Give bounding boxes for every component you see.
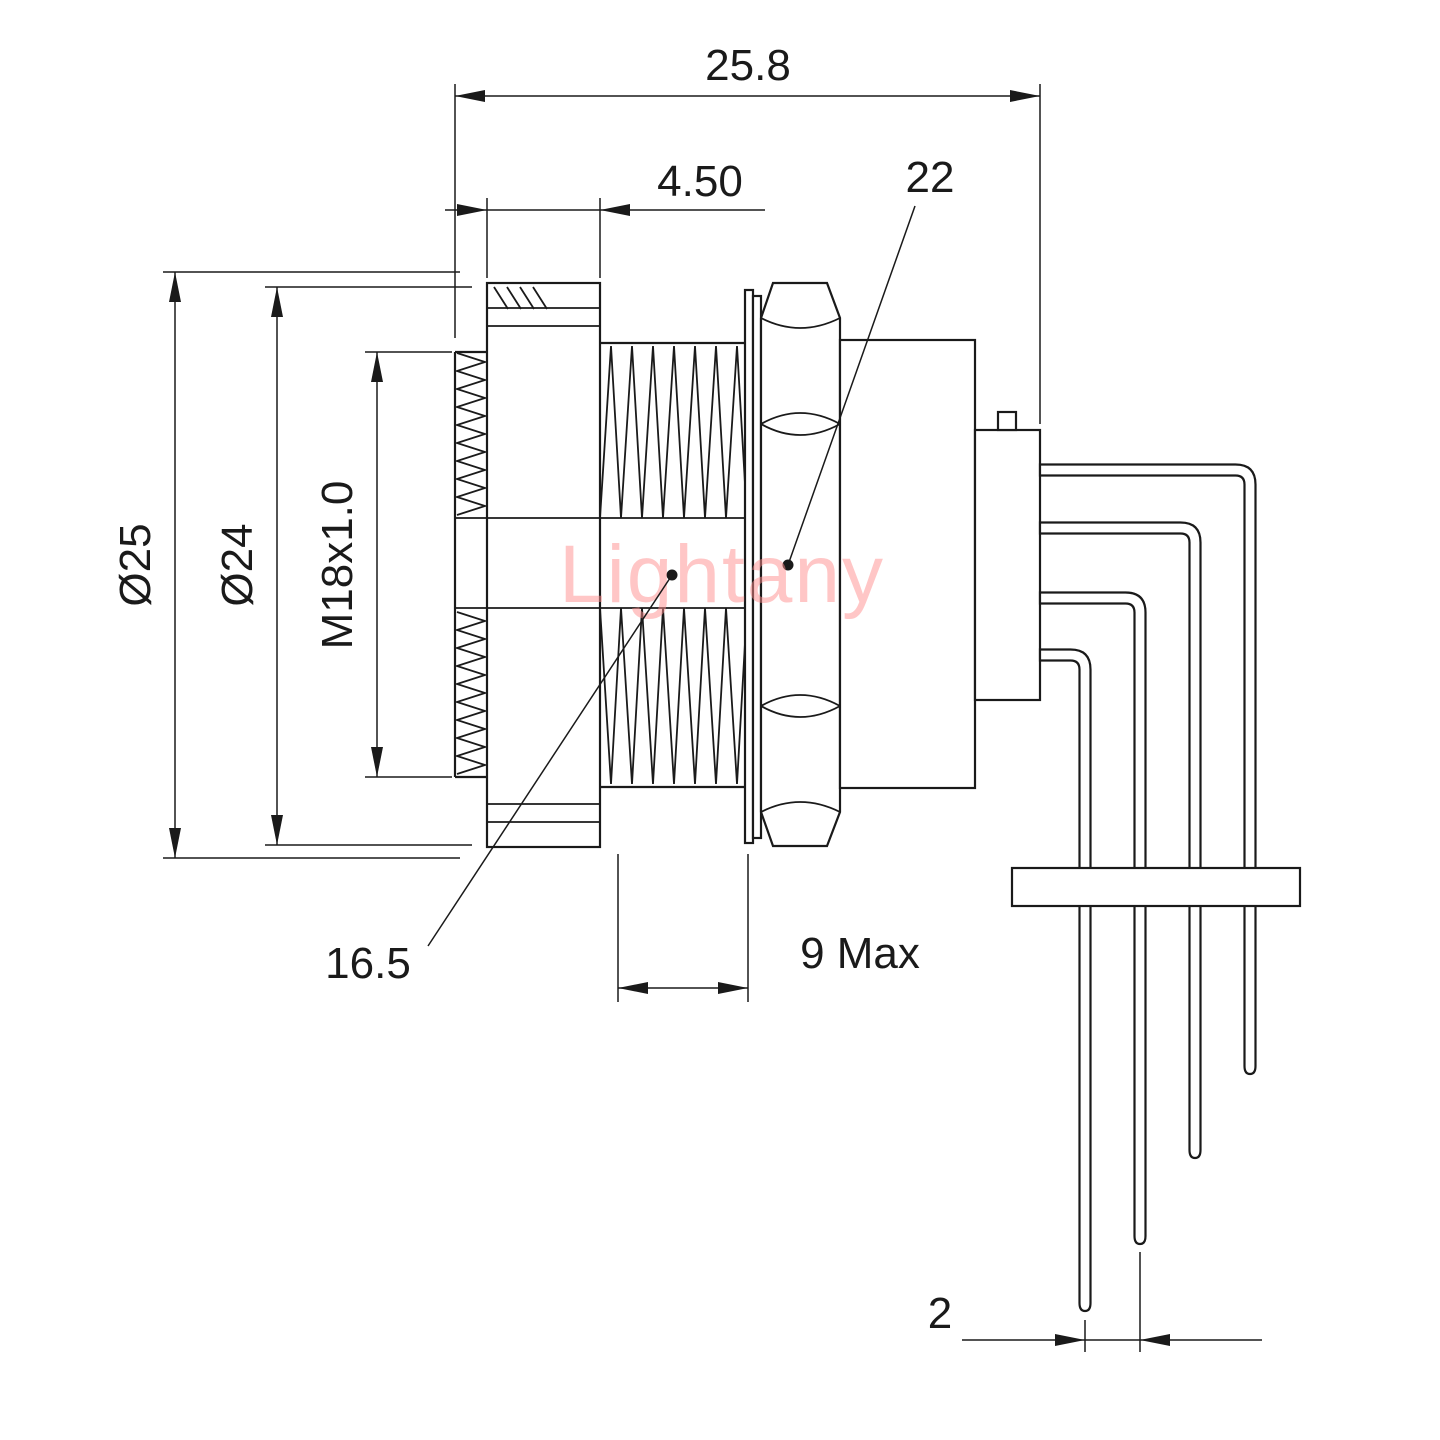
- dim-pin-pitch: 2: [928, 1252, 1262, 1352]
- pin-4: [1038, 648, 1092, 1313]
- dim-body-length-text: 16.5: [325, 939, 411, 988]
- dim-flange-diameter: Ø24: [213, 286, 472, 846]
- front-coupling-thread: [453, 350, 488, 779]
- dim-overall-length-text: 25.8: [705, 41, 791, 90]
- dim-panel-max: 9 Max: [617, 854, 920, 1002]
- connector-body: [453, 281, 1302, 1313]
- back-shell: [838, 338, 1042, 790]
- pin-1: [1038, 463, 1257, 1076]
- dim-flange-width: 4.50: [445, 157, 765, 278]
- pin-2: [1038, 521, 1202, 1160]
- dim-thread-spec: M18x1.0: [313, 351, 452, 778]
- dim-overall-length: 25.8: [454, 41, 1041, 424]
- watermark-text: Lightany: [559, 529, 885, 620]
- dim-flange-diameter-text: Ø24: [213, 523, 262, 606]
- dim-body-length: 16.5: [325, 574, 673, 988]
- dim-flange-width-text: 4.50: [657, 157, 743, 206]
- dim-thread-spec-text: M18x1.0: [313, 481, 362, 650]
- mounting-thread: [455, 341, 748, 789]
- dim-hex-flats: 22: [787, 153, 955, 566]
- knurl-marks: [493, 286, 548, 310]
- dim-outer-diameter: Ø25: [111, 271, 460, 859]
- pin-3: [1038, 591, 1147, 1246]
- hex-nut: [759, 281, 842, 848]
- dim-panel-max-text: 9 Max: [800, 929, 920, 978]
- solder-pins: [1038, 463, 1257, 1313]
- dim-outer-diameter-text: Ø25: [111, 523, 160, 606]
- front-flange: [485, 281, 602, 849]
- dim-pin-pitch-text: 2: [928, 1289, 952, 1338]
- dim-hex-flats-text: 22: [906, 153, 955, 202]
- pin-spacer-bar: [1010, 866, 1302, 908]
- keying-notch: [996, 410, 1018, 432]
